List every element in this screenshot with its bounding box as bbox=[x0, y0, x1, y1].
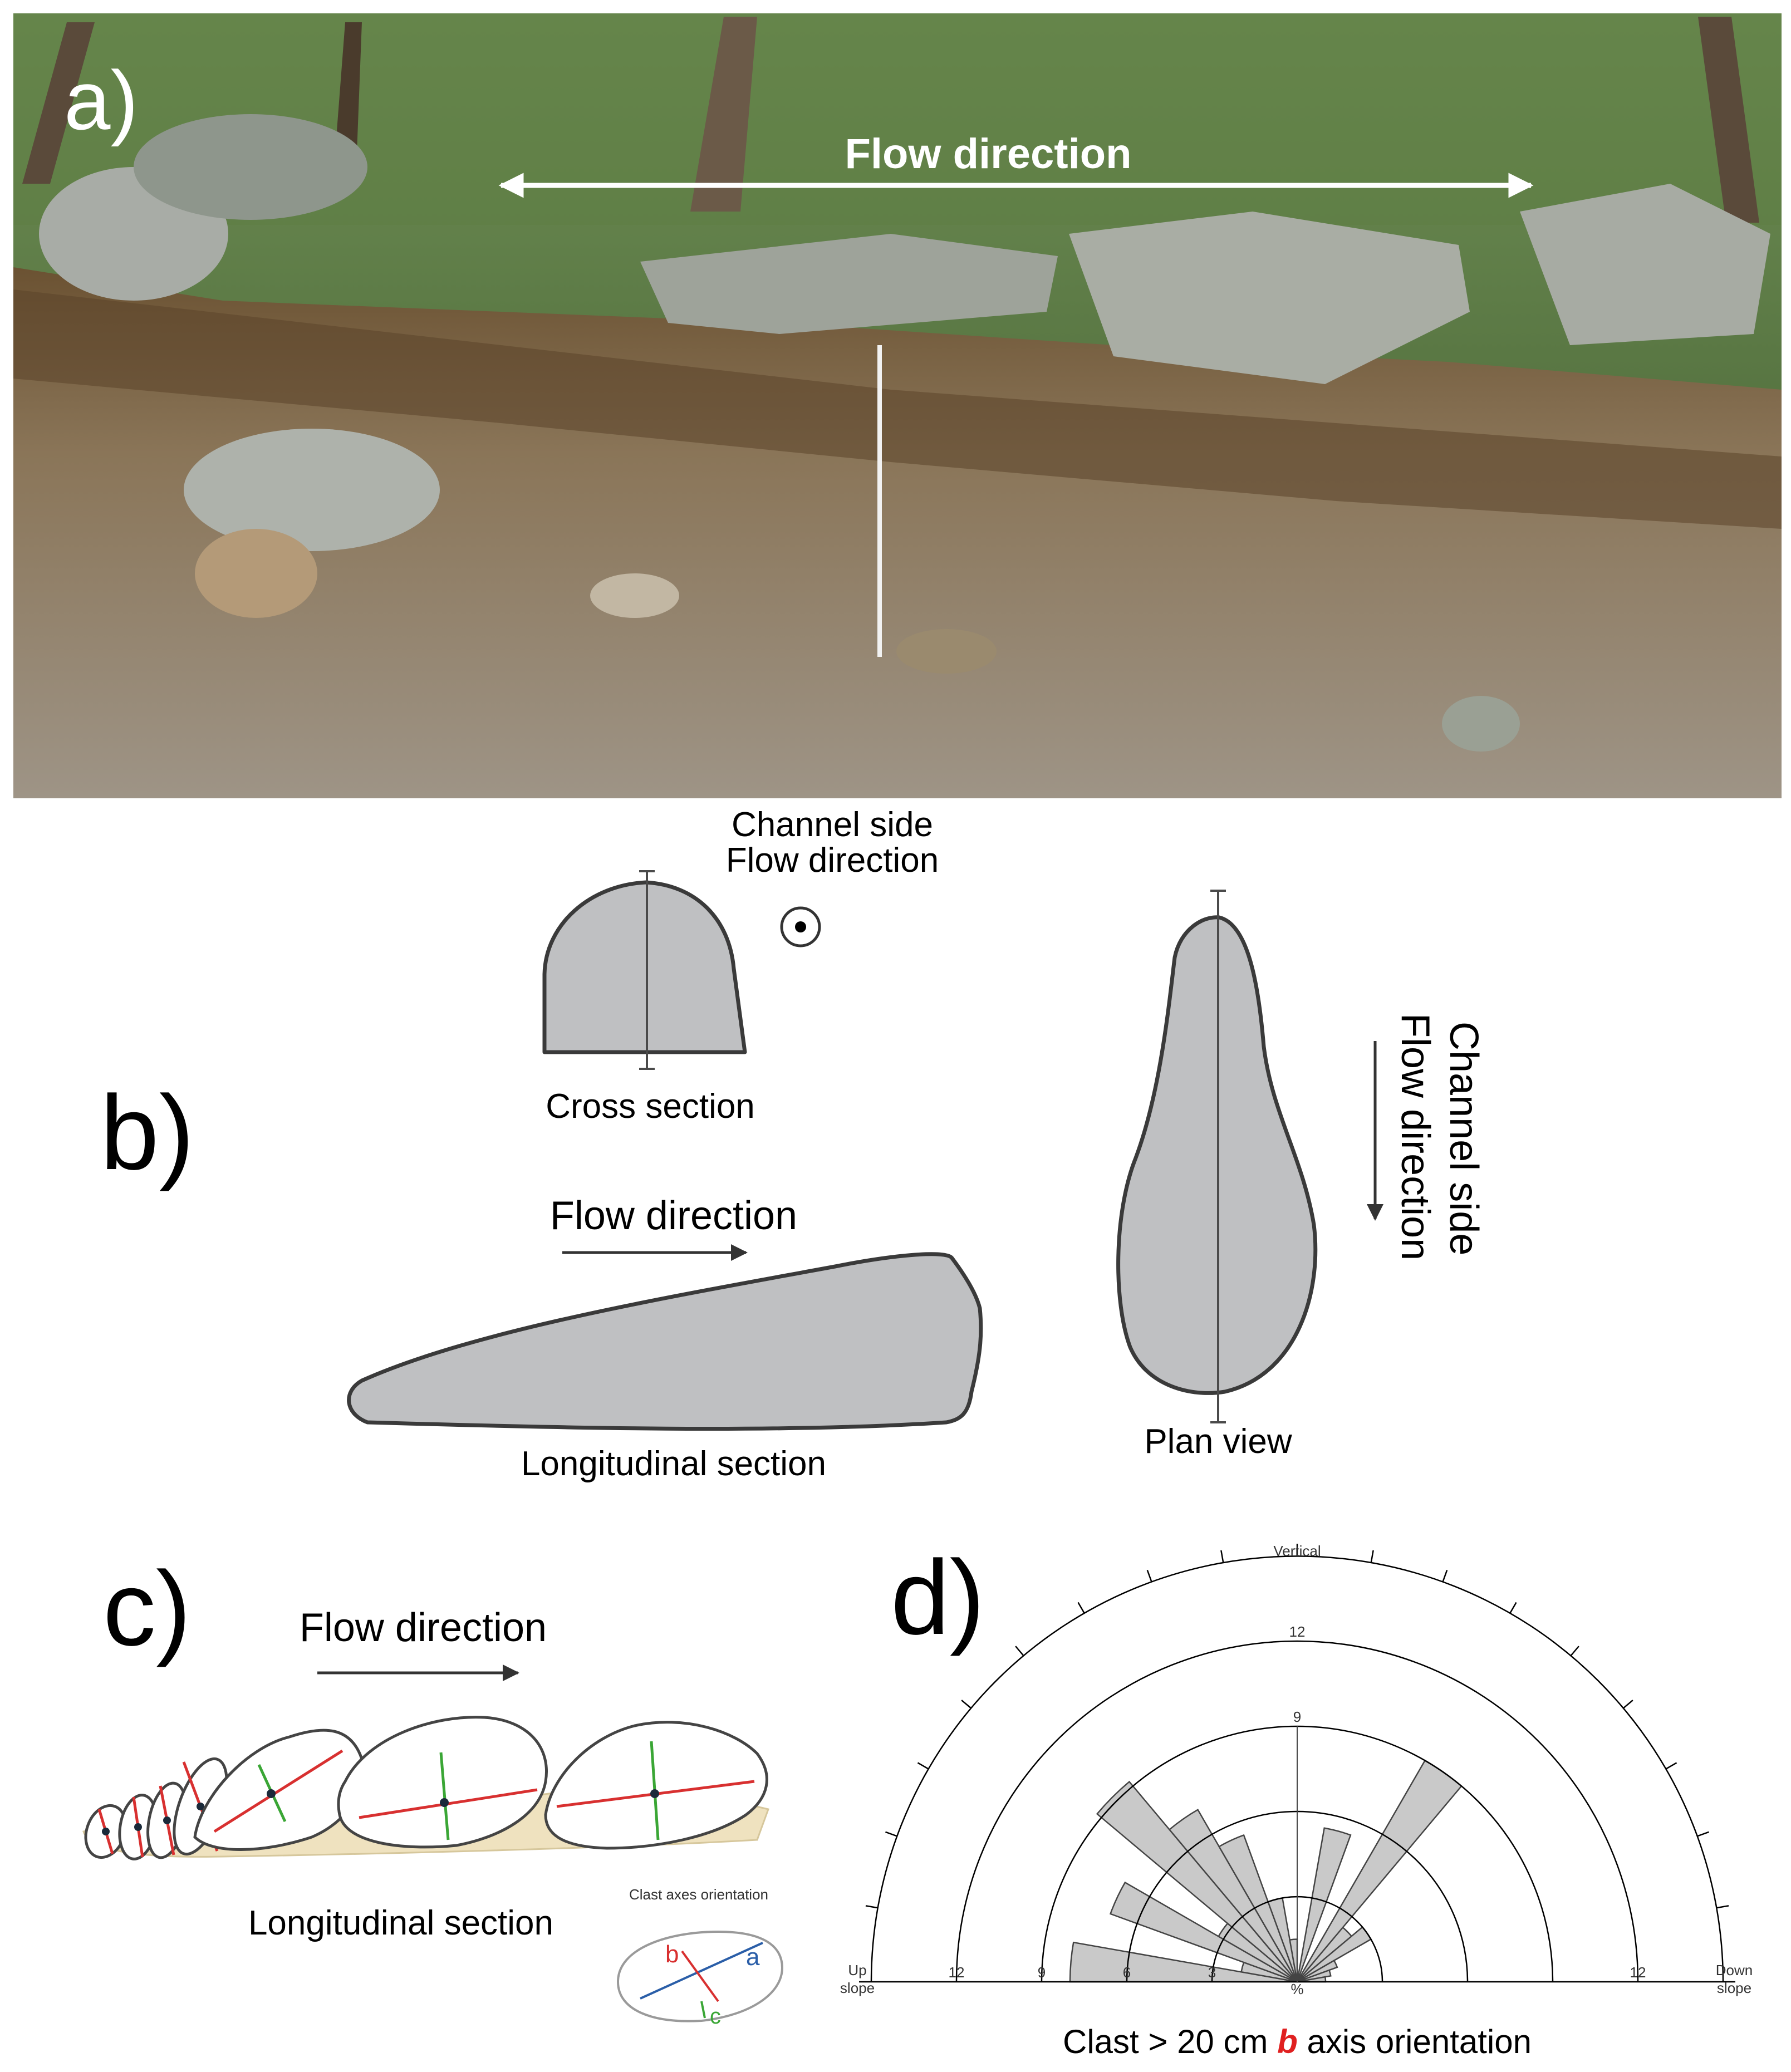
panel-c: c) Flow direction bbox=[82, 1550, 784, 2029]
rose-diagram: 3 6 9 9 12 12 12 bbox=[859, 1544, 1735, 1983]
panel-d: d) 3 6 9 9 12 12 12 Vertical Up slope Down slo… bbox=[840, 1539, 1753, 2060]
inset-axis-a bbox=[640, 1942, 763, 2000]
long-section-rock bbox=[347, 1252, 983, 1431]
rose-tick-30 bbox=[917, 1762, 929, 1770]
rose-left-label-2: slope bbox=[840, 1980, 875, 1996]
rose-caption: Clast > 20 cm b axis orientation bbox=[1063, 2023, 1532, 2060]
rose-petal-4 bbox=[1096, 1780, 1298, 1982]
long-section-caption: Longitudinal section bbox=[521, 1445, 826, 1483]
out-of-page-flow-icon bbox=[780, 906, 821, 947]
panel-c-caption: Longitudinal section bbox=[248, 1904, 553, 1942]
rose-radial-label-left-3: 3 bbox=[1208, 1964, 1216, 1981]
clast-small-2 bbox=[118, 1794, 158, 1860]
rose-tick-170 bbox=[1716, 1905, 1729, 1909]
rose-petal-6 bbox=[1218, 1834, 1298, 1982]
rose-petal-14 bbox=[1297, 1969, 1332, 1983]
rose-radial-label-right-12: 12 bbox=[1630, 1964, 1646, 1981]
panel-c-flow-label: Flow direction bbox=[300, 1605, 547, 1650]
clast-large-2 bbox=[544, 1721, 768, 1850]
rose-caption-post: axis orientation bbox=[1298, 2023, 1532, 2060]
rose-top-label: Vertical bbox=[1273, 1543, 1321, 1559]
rose-tick-120 bbox=[1509, 1602, 1517, 1614]
rose-tick-80 bbox=[1220, 1550, 1224, 1563]
rose-ring-12 bbox=[955, 1640, 1639, 1982]
rose-tick-20 bbox=[885, 1831, 897, 1837]
rose-radial-label-top-9: 9 bbox=[1293, 1708, 1301, 1725]
rose-tick-70 bbox=[1146, 1570, 1152, 1582]
rose-tick-140 bbox=[1623, 1700, 1633, 1709]
panel-a: a) Flow direction bbox=[13, 13, 1782, 798]
rose-tick-150 bbox=[1665, 1762, 1677, 1770]
rose-tick-50 bbox=[1015, 1646, 1024, 1656]
plan-side-line1: Channel side bbox=[1441, 1022, 1486, 1255]
inset-label-a: a bbox=[746, 1943, 760, 1971]
rose-right-label-2: slope bbox=[1717, 1980, 1751, 1996]
rose-radial-label-left-12: 12 bbox=[949, 1964, 965, 1981]
rose-center-unit: % bbox=[1290, 1981, 1303, 1997]
inset-label-b: b bbox=[665, 1941, 679, 1968]
cross-section-top-line2: Flow direction bbox=[726, 841, 939, 880]
inset-title: Clast axes orientation bbox=[629, 1886, 768, 1903]
rose-petal-13 bbox=[1297, 1960, 1338, 1983]
rose-caption-em: b bbox=[1277, 2023, 1298, 2060]
rose-petal-9 bbox=[1296, 1827, 1352, 1982]
inset-clast: a b c bbox=[616, 1930, 784, 2029]
cross-section-rock bbox=[542, 880, 747, 1054]
rose-radial-label-left-6: 6 bbox=[1123, 1964, 1131, 1981]
long-flow-label: Flow direction bbox=[550, 1194, 797, 1238]
rose-tick-40 bbox=[961, 1700, 971, 1709]
rose-petal-2 bbox=[1109, 1881, 1298, 1983]
rose-tick-110 bbox=[1442, 1570, 1448, 1582]
panel-b-label: b) bbox=[100, 1074, 194, 1192]
inset-axis-b bbox=[681, 1950, 719, 2002]
rose-radial-label-top-12: 12 bbox=[1289, 1623, 1306, 1640]
rose-outer-ring bbox=[870, 1555, 1724, 1982]
panel-d-label: d) bbox=[891, 1539, 985, 1657]
rose-tick-10 bbox=[865, 1905, 878, 1909]
inset-axis-c bbox=[700, 2001, 706, 2019]
rose-left-label-1: Up bbox=[848, 1962, 866, 1978]
rose-tick-100 bbox=[1370, 1550, 1374, 1563]
rose-tick-160 bbox=[1697, 1831, 1709, 1837]
rose-radial-label-left-9: 9 bbox=[1038, 1964, 1046, 1981]
plan-view-caption: Plan view bbox=[1144, 1422, 1292, 1461]
cross-section-top-line1: Channel side bbox=[732, 806, 933, 844]
rose-caption-pre: Clast > 20 cm bbox=[1063, 2023, 1277, 2060]
panel-a-label: a) bbox=[64, 53, 138, 147]
flow-direction-label: Flow direction bbox=[845, 130, 1131, 178]
rose-right-label-1: Down bbox=[1716, 1962, 1753, 1978]
panel-c-label: c) bbox=[103, 1550, 191, 1668]
cross-section-caption: Cross section bbox=[546, 1087, 755, 1126]
inset-label-c: c bbox=[710, 2004, 721, 2029]
rose-petal-5 bbox=[1168, 1809, 1298, 1982]
rose-tick-60 bbox=[1077, 1602, 1085, 1614]
clast-large-1 bbox=[337, 1716, 548, 1849]
rose-tick-130 bbox=[1570, 1646, 1579, 1656]
panel-b: b) Channel side Flow direction Cross sec… bbox=[100, 806, 1486, 1483]
plan-view-rock bbox=[1116, 915, 1318, 1395]
plan-side-line2: Flow direction bbox=[1393, 1013, 1437, 1260]
outcrop-photo bbox=[13, 13, 1782, 798]
